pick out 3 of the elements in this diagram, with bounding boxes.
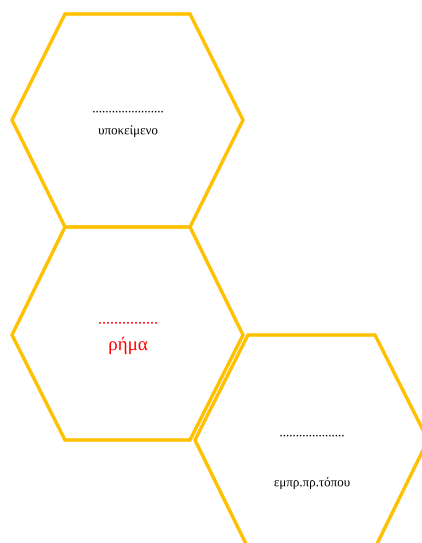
hexagon: ...................... υποκείμενο [10, 12, 245, 229]
hexagon: .................... εμπρ.πρ.τόπου [193, 333, 422, 543]
hexagon: ............... ρήμα [10, 225, 245, 442]
